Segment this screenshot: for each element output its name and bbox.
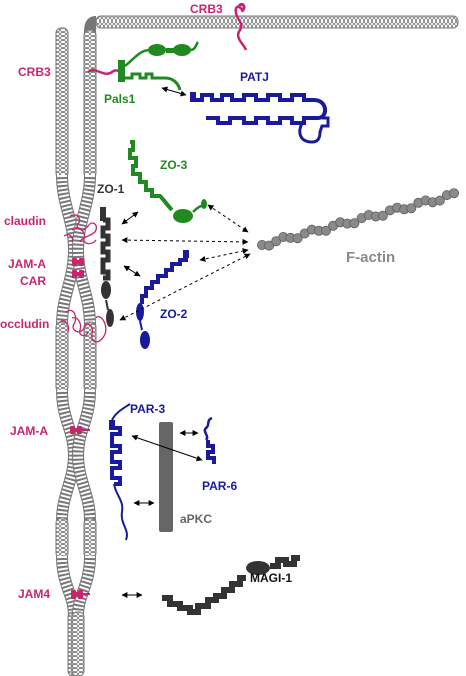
label-car: CAR bbox=[20, 274, 46, 288]
par3-protein bbox=[109, 403, 131, 541]
label-claudin: claudin bbox=[4, 214, 46, 228]
actin-bead bbox=[434, 195, 445, 206]
actin-bead bbox=[377, 210, 388, 221]
label-jama-upper: JAM-A bbox=[8, 257, 46, 271]
apkc-protein bbox=[159, 422, 173, 532]
occludin-protein bbox=[59, 309, 107, 343]
membrane-right bbox=[71, 15, 459, 676]
label-jam4: JAM4 bbox=[18, 587, 50, 601]
label-jama-lower: JAM-A bbox=[10, 424, 48, 438]
actin-bead bbox=[320, 225, 331, 236]
label-par6: PAR-6 bbox=[202, 479, 237, 493]
label-zo3: ZO-3 bbox=[160, 158, 188, 172]
membrane-left bbox=[55, 27, 81, 676]
actin-bead bbox=[349, 218, 360, 229]
label-magi1: MAGI-1 bbox=[250, 571, 292, 585]
label-par3: PAR-3 bbox=[130, 402, 165, 416]
label-zo1: ZO-1 bbox=[97, 182, 125, 196]
label-crb3-top: CRB3 bbox=[190, 2, 223, 16]
interaction-arrows bbox=[119, 204, 251, 321]
actin-bead bbox=[448, 188, 459, 199]
label-patj: PATJ bbox=[240, 70, 269, 84]
jama-car-proteins bbox=[72, 258, 84, 278]
label-factin: F-actin bbox=[346, 249, 395, 266]
label-crb3-left: CRB3 bbox=[18, 65, 51, 79]
actin-bead bbox=[406, 203, 417, 214]
zo2-protein bbox=[136, 250, 189, 349]
actin-bead bbox=[292, 233, 303, 244]
zo3-protein bbox=[128, 140, 207, 223]
factin-filament bbox=[256, 188, 459, 251]
label-occludin: occludin bbox=[0, 317, 49, 331]
label-apkc: aPKC bbox=[180, 512, 212, 526]
par-arrows bbox=[121, 430, 203, 598]
pals1-patj-arrow bbox=[161, 86, 187, 97]
label-pals1: Pals1 bbox=[104, 92, 136, 106]
zo1-protein bbox=[100, 207, 114, 327]
pals1-protein bbox=[118, 41, 200, 91]
par6-protein bbox=[203, 416, 216, 464]
jama-lower-protein bbox=[70, 426, 90, 434]
claudin-protein bbox=[63, 214, 98, 245]
actin-bead bbox=[264, 240, 275, 251]
jam4-protein bbox=[71, 590, 90, 599]
label-zo2: ZO-2 bbox=[160, 307, 188, 321]
patj-protein bbox=[190, 92, 330, 144]
crb3-top-protein bbox=[234, 2, 248, 51]
magi1-protein bbox=[162, 555, 300, 615]
